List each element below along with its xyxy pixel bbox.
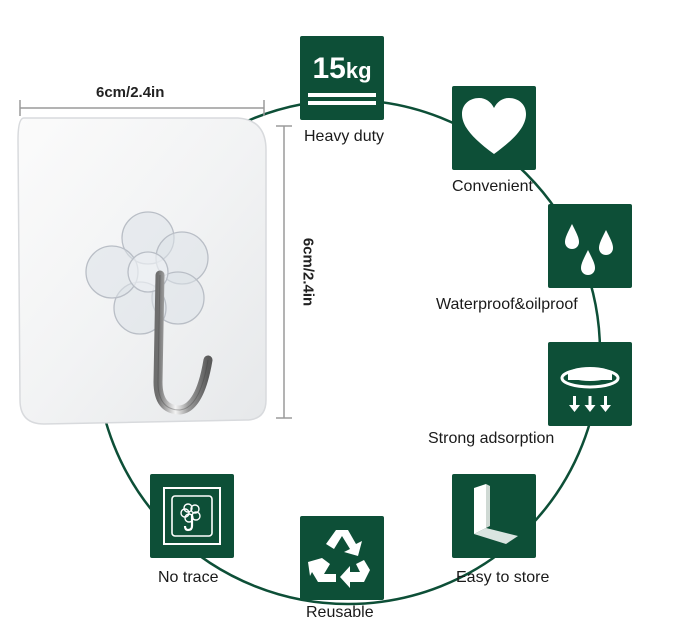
feature-label-heavy-duty: Heavy duty: [304, 128, 385, 145]
feature-badge-waterproof: [548, 204, 632, 288]
feature-badge-convenient: [452, 86, 536, 170]
feature-badge-strong-adsorption: [548, 342, 632, 426]
feature-label-strong-adsorption: Strong adsorption: [428, 430, 555, 447]
heart-icon: [462, 98, 526, 154]
water-drops-icon: [565, 224, 613, 275]
weight-unit: kg: [345, 58, 372, 83]
weight-lines: [308, 93, 376, 105]
metal-hook: [153, 270, 213, 415]
width-label: 6cm/2.4in: [96, 84, 165, 101]
feature-badge-reusable: [300, 516, 384, 600]
feature-label-waterproof: Waterproof&oilproof: [436, 296, 578, 313]
weight-15kg-icon: 15kg: [300, 52, 384, 86]
flower-base-icon: [85, 211, 209, 335]
height-label: 6cm/2.4in: [299, 237, 317, 307]
clean-hook-icon: [163, 487, 221, 545]
feature-label-no-trace: No trace: [158, 569, 219, 586]
feature-badge-heavy-duty: 15kg: [300, 36, 384, 120]
recycle-icon: [308, 530, 370, 588]
weight-number: 15: [312, 52, 346, 85]
feature-label-convenient: Convenient: [452, 178, 533, 195]
feature-label-reusable: Reusable: [306, 604, 374, 621]
feature-badge-no-trace: [150, 474, 234, 558]
suction-pad-icon: [560, 367, 620, 412]
folding-bracket-icon: [474, 484, 518, 544]
width-dimension-line: [19, 100, 265, 116]
height-dimension-line: [276, 125, 292, 419]
feature-label-easy-to-store: Easy to store: [456, 569, 550, 586]
feature-badge-easy-to-store: [452, 474, 536, 558]
